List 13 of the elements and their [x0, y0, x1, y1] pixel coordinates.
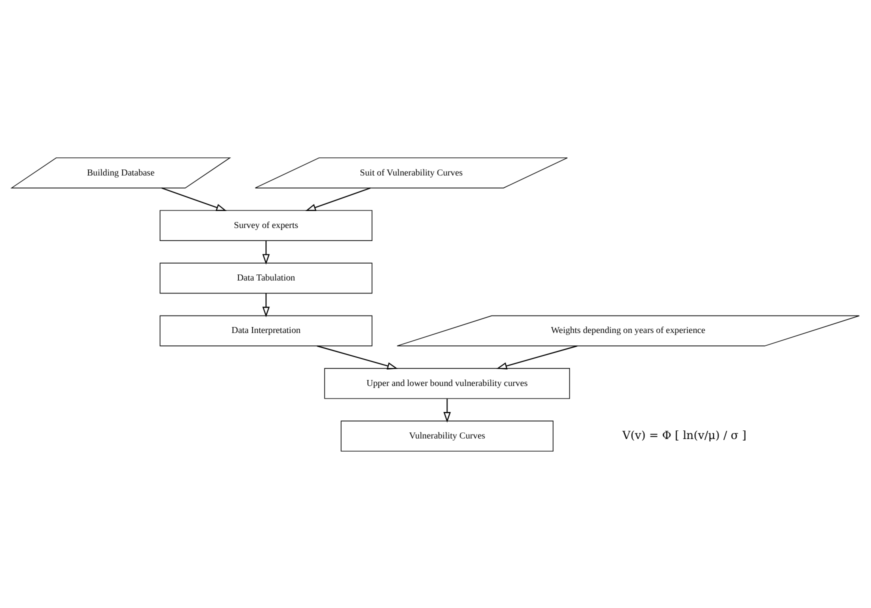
node-box: Upper and lower bound vulnerability curves [324, 368, 570, 398]
arrow [161, 187, 227, 210]
arrow [262, 240, 270, 264]
arrow [305, 187, 371, 210]
label: V(v) = Φ [ ln(v/μ) / σ ] [622, 428, 746, 442]
arrow [262, 292, 270, 317]
node-box: Survey of experts [160, 210, 372, 240]
node-box: Data Tabulation [160, 262, 372, 294]
node-box: Data Interpretation [160, 314, 372, 346]
arrow [316, 344, 398, 369]
arrow [443, 398, 451, 422]
node-box: Vulnerability Curves [340, 420, 554, 452]
arrow [496, 344, 578, 369]
